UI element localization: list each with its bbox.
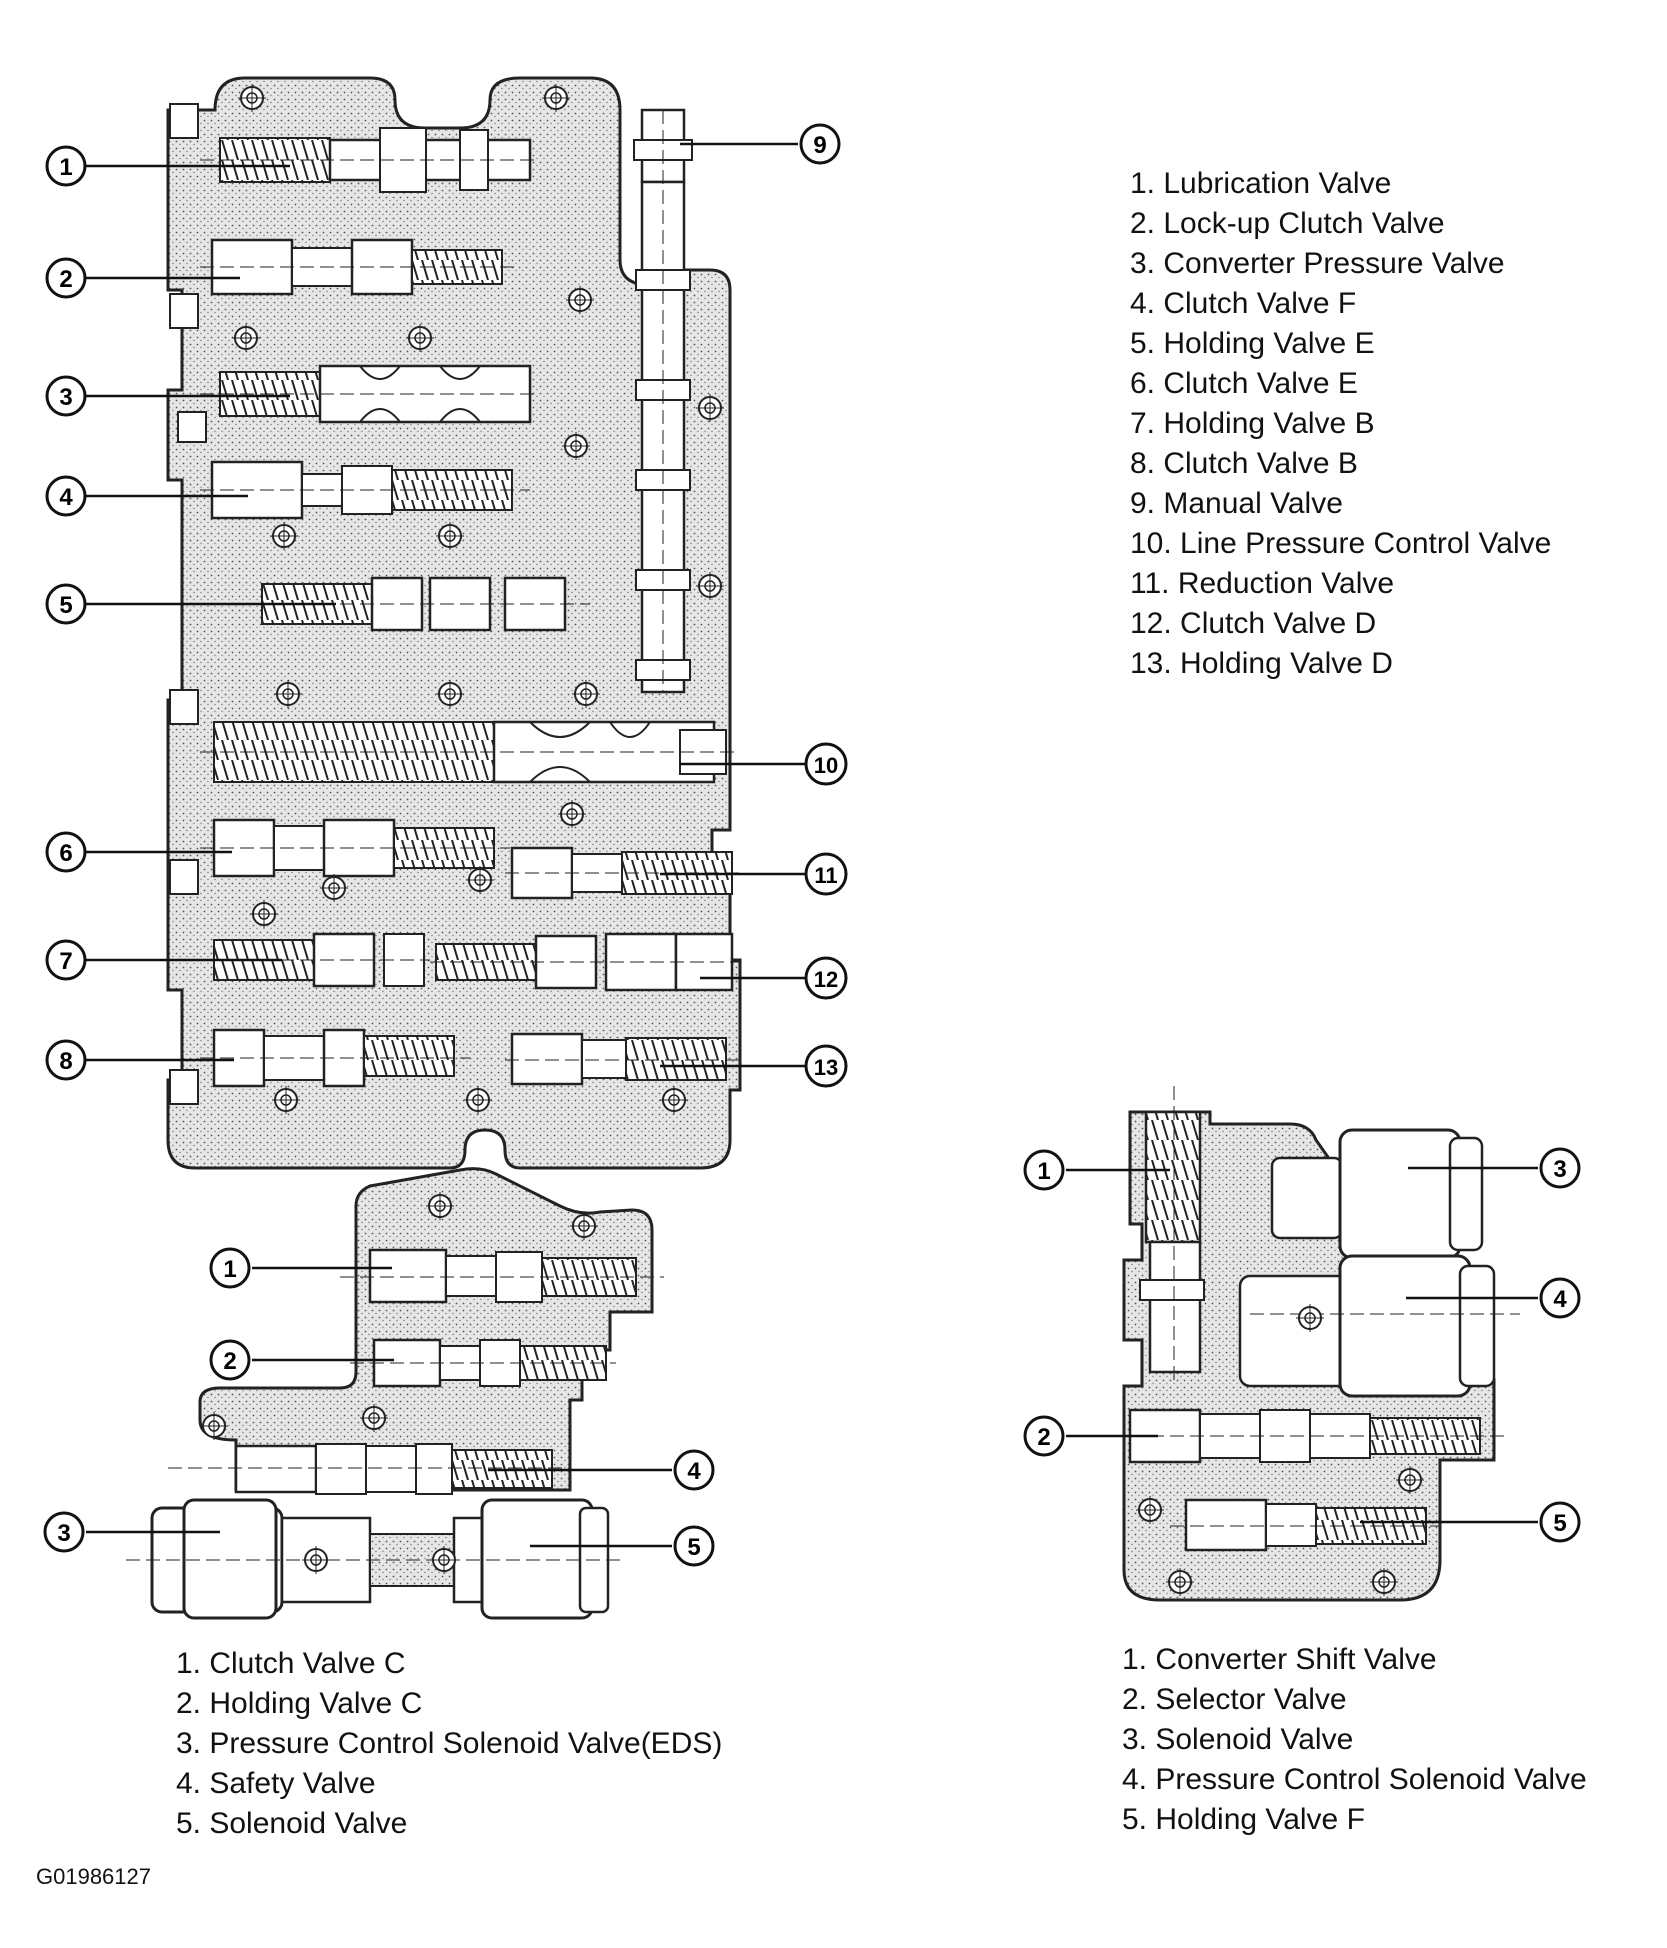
legend-item: 3. Converter Pressure Valve bbox=[1130, 247, 1505, 280]
svg-text:11: 11 bbox=[814, 863, 837, 888]
callout-right-1: 1 bbox=[1023, 1149, 1065, 1191]
svg-text:1: 1 bbox=[1037, 1158, 1050, 1185]
svg-text:1: 1 bbox=[59, 154, 72, 181]
callout-main-4: 4 bbox=[45, 475, 87, 517]
svg-text:3: 3 bbox=[57, 1520, 70, 1547]
callout-left-3: 3 bbox=[43, 1511, 85, 1553]
lower-left-valve-body bbox=[126, 1167, 664, 1620]
svg-text:2: 2 bbox=[59, 266, 72, 293]
lower-left-legend: 1. Clutch Valve C 2. Holding Valve C 3. … bbox=[176, 1644, 722, 1844]
legend-item: 3. Solenoid Valve bbox=[1122, 1723, 1354, 1756]
legend-item: 3. Pressure Control Solenoid Valve(EDS) bbox=[176, 1727, 723, 1760]
main-body-legend: 1. Lubrication Valve 2. Lock-up Clutch V… bbox=[1130, 164, 1551, 684]
callout-main-5: 5 bbox=[45, 583, 87, 625]
callout-right-4: 4 bbox=[1539, 1277, 1581, 1319]
callout-main-12: 12 bbox=[804, 956, 848, 1000]
callout-left-1: 1 bbox=[209, 1247, 251, 1289]
callout-main-1: 1 bbox=[45, 145, 87, 187]
legend-item: 5. Holding Valve E bbox=[1130, 327, 1375, 360]
legend-item: 5. Holding Valve F bbox=[1122, 1803, 1365, 1836]
legend-item: 4. Clutch Valve F bbox=[1130, 287, 1357, 320]
legend-item: 1. Clutch Valve C bbox=[176, 1647, 406, 1680]
legend-item: 13. Holding Valve D bbox=[1130, 647, 1393, 680]
callout-main-7: 7 bbox=[45, 939, 87, 981]
legend-item: 1. Lubrication Valve bbox=[1130, 167, 1392, 200]
callout-left-4: 4 bbox=[673, 1449, 715, 1491]
legend-item: 4. Pressure Control Solenoid Valve bbox=[1122, 1763, 1587, 1796]
svg-text:7: 7 bbox=[59, 948, 72, 975]
legend-item: 2. Selector Valve bbox=[1122, 1683, 1347, 1716]
svg-text:5: 5 bbox=[59, 592, 72, 619]
callout-right-2: 2 bbox=[1023, 1415, 1065, 1457]
callout-main-10: 10 bbox=[804, 742, 848, 786]
svg-text:5: 5 bbox=[687, 1534, 700, 1561]
legend-item: 1. Converter Shift Valve bbox=[1122, 1643, 1437, 1676]
svg-text:5: 5 bbox=[1553, 1510, 1566, 1537]
callout-right-5: 5 bbox=[1539, 1501, 1581, 1543]
figure-id: G01986127 bbox=[36, 1864, 151, 1889]
callout-main-9: 9 bbox=[799, 123, 841, 165]
callout-left-2: 2 bbox=[209, 1339, 251, 1381]
svg-text:4: 4 bbox=[687, 1458, 701, 1485]
svg-text:3: 3 bbox=[1553, 1156, 1566, 1183]
svg-text:12: 12 bbox=[814, 967, 838, 992]
svg-text:2: 2 bbox=[223, 1348, 236, 1375]
callout-main-3: 3 bbox=[45, 375, 87, 417]
legend-item: 4. Safety Valve bbox=[176, 1767, 376, 1800]
svg-text:10: 10 bbox=[814, 753, 838, 778]
callout-main-13: 13 bbox=[804, 1044, 848, 1088]
lower-right-legend: 1. Converter Shift Valve 2. Selector Val… bbox=[1122, 1640, 1587, 1840]
callout-left-5: 5 bbox=[673, 1525, 715, 1567]
svg-text:4: 4 bbox=[59, 484, 73, 511]
callout-main-11: 11 bbox=[804, 852, 848, 896]
svg-text:8: 8 bbox=[59, 1048, 72, 1075]
svg-text:13: 13 bbox=[814, 1055, 838, 1080]
svg-text:2: 2 bbox=[1037, 1424, 1050, 1451]
leader-lines bbox=[86, 142, 1538, 1548]
lower-right-valve-body bbox=[1110, 1086, 1520, 1602]
legend-item: 6. Clutch Valve E bbox=[1130, 367, 1358, 400]
callout-right-3: 3 bbox=[1539, 1147, 1581, 1189]
legend-item: 8. Clutch Valve B bbox=[1130, 447, 1358, 480]
callout-main-2: 2 bbox=[45, 257, 87, 299]
callout-main-6: 6 bbox=[45, 831, 87, 873]
legend-item: 5. Solenoid Valve bbox=[176, 1807, 408, 1840]
legend-item: 11. Reduction Valve bbox=[1130, 567, 1395, 600]
svg-text:1: 1 bbox=[223, 1256, 236, 1283]
legend-item: 2. Lock-up Clutch Valve bbox=[1130, 207, 1445, 240]
svg-text:9: 9 bbox=[813, 132, 826, 159]
svg-text:3: 3 bbox=[59, 384, 72, 411]
svg-text:6: 6 bbox=[59, 840, 72, 867]
legend-item: 10. Line Pressure Control Valve bbox=[1130, 527, 1552, 560]
svg-text:4: 4 bbox=[1553, 1286, 1567, 1313]
callout-main-8: 8 bbox=[45, 1039, 87, 1081]
legend-item: 7. Holding Valve B bbox=[1130, 407, 1375, 440]
legend-item: 2. Holding Valve C bbox=[176, 1687, 423, 1720]
legend-item: 9. Manual Valve bbox=[1130, 487, 1343, 520]
main-valve-body bbox=[166, 76, 742, 1170]
legend-item: 12. Clutch Valve D bbox=[1130, 607, 1377, 640]
